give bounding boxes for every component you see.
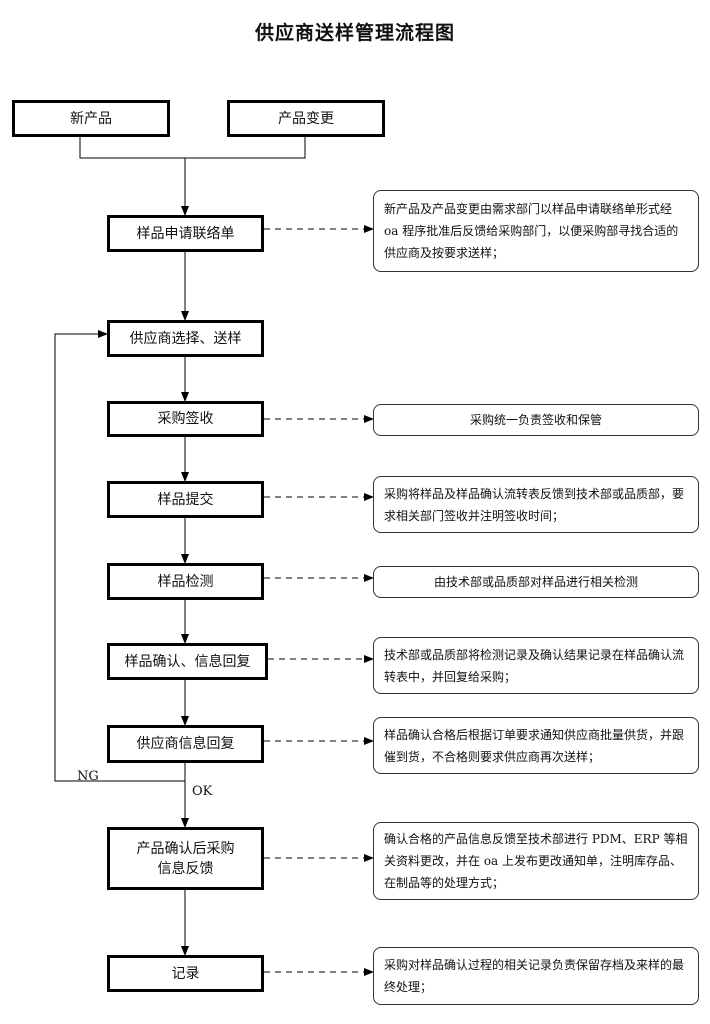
note-sample-test-text: 由技术部或品质部对样品进行相关检测 xyxy=(433,575,638,589)
ng-loop-arrow xyxy=(54,330,185,782)
page-title: 供应商送样管理流程图 xyxy=(254,22,455,44)
note-sample-test: 由技术部或品质部对样品进行相关检测 xyxy=(373,566,699,598)
box-sample-request: 样品申请联络单 xyxy=(107,215,264,252)
ok-label: OK xyxy=(192,784,213,799)
note-sample-request: 新产品及产品变更由需求部门以样品申请联络单形式经 oa 程序批准后反馈给采购部门… xyxy=(373,190,699,272)
box-new-product: 新产品 xyxy=(12,100,170,137)
box-feedback: 产品确认后采购信息反馈 xyxy=(107,827,264,890)
note-purchase-receive: 采购统一负责签收和保管 xyxy=(373,404,699,436)
note-record-text: 采购对样品确认过程的相关记录负责保留存档及来样的最终处理； xyxy=(384,958,685,994)
note-sample-confirm: 技术部或品质部将检测记录及确认结果记录在样品确认流转表中，并回复给采购； xyxy=(373,637,699,694)
box-sample-confirm: 样品确认、信息回复 xyxy=(107,643,268,680)
box-supplier-reply: 供应商信息回复 xyxy=(107,725,264,763)
connector-product-change xyxy=(185,137,306,159)
box-sample-test: 样品检测 xyxy=(107,563,264,600)
note-sample-request-text: 新产品及产品变更由需求部门以样品申请联络单形式经 oa 程序批准后反馈给采购部门… xyxy=(384,202,679,260)
note-feedback: 确认合格的产品信息反馈至技术部进行 PDM、ERP 等相关资料更改，并在 oa … xyxy=(373,822,699,900)
note-supplier-reply-text: 样品确认合格后根据订单要求通知供应商批量供货，并跟催到货，不合格则要求供应商再次… xyxy=(384,727,685,764)
note-sample-submit-text: 采购将样品及样品确认流转表反馈到技术部或品质部，要求相关部门签收并注明签收时间； xyxy=(384,486,685,523)
note-purchase-receive-text: 采购统一负责签收和保管 xyxy=(469,413,602,427)
box-sample-submit: 样品提交 xyxy=(107,481,264,518)
ng-label: NG xyxy=(77,769,99,784)
box-supplier-select: 供应商选择、送样 xyxy=(107,320,264,357)
note-feedback-text: 确认合格的产品信息反馈至技术部进行 PDM、ERP 等相关资料更改，并在 oa … xyxy=(384,832,688,890)
note-record: 采购对样品确认过程的相关记录负责保留存档及来样的最终处理； xyxy=(373,947,699,1005)
note-supplier-reply: 样品确认合格后根据订单要求通知供应商批量供货，并跟催到货，不合格则要求供应商再次… xyxy=(373,717,699,774)
note-sample-confirm-text: 技术部或品质部将检测记录及确认结果记录在样品确认流转表中，并回复给采购； xyxy=(384,647,685,684)
note-sample-submit: 采购将样品及样品确认流转表反馈到技术部或品质部，要求相关部门签收并注明签收时间； xyxy=(373,476,699,533)
box-product-change: 产品变更 xyxy=(227,100,385,137)
box-record: 记录 xyxy=(107,955,264,992)
connector-new-product xyxy=(79,137,185,159)
box-purchase-receive: 采购签收 xyxy=(107,401,264,437)
